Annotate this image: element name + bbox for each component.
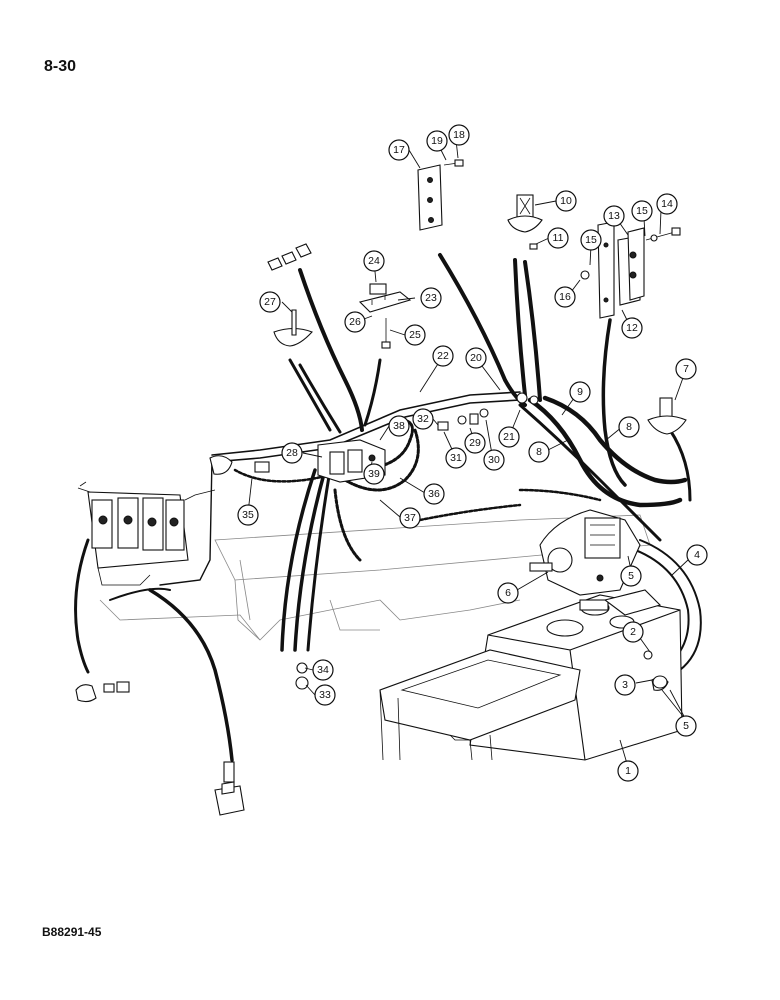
callout-29: 29 [464, 432, 486, 454]
callout-label: 3 [622, 679, 628, 691]
figure-code: B88291-45 [42, 925, 102, 939]
callout-8: 8 [618, 416, 640, 438]
callout-label: 11 [553, 232, 564, 244]
callout-label: 27 [264, 296, 276, 308]
callout-label: 22 [437, 350, 449, 362]
callout-31: 31 [445, 447, 467, 469]
control-valve-bank [77, 481, 216, 586]
callout-8-b: 8 [528, 441, 550, 463]
callout-label: 31 [450, 452, 462, 464]
callout-16: 16 [554, 286, 576, 308]
callout-label: 20 [470, 352, 482, 364]
hydraulic-pump [529, 509, 641, 596]
callout-21: 21 [498, 426, 520, 448]
callout-label: 8 [536, 446, 542, 458]
callout-label: 25 [409, 329, 421, 341]
callout-34: 34 [312, 659, 334, 681]
callout-9: 9 [569, 381, 591, 403]
callout-15-b: 15 [580, 229, 602, 251]
callout-11: 11 [547, 227, 569, 249]
callout-36: 36 [423, 483, 445, 505]
bottom-fittings [75, 392, 539, 816]
callout-label: 32 [417, 413, 429, 425]
callout-25: 25 [404, 324, 426, 346]
callout-33: 33 [314, 684, 336, 706]
callout-22: 22 [432, 345, 454, 367]
callout-label: 9 [577, 386, 583, 398]
callout-label: 6 [505, 587, 511, 599]
hoses [74, 253, 702, 762]
callout-label: 17 [393, 144, 405, 156]
callout-37: 37 [399, 507, 421, 529]
callout-39: 39 [363, 463, 385, 485]
callout-24: 24 [363, 250, 385, 272]
top-fittings [267, 159, 687, 435]
callout-label: 37 [404, 512, 416, 524]
callout-13: 13 [603, 205, 625, 227]
callout-label: 13 [608, 210, 620, 222]
callout-label: 38 [393, 420, 405, 432]
callout-28: 28 [281, 442, 303, 464]
callout-5-b: 5 [675, 715, 697, 737]
callout-label: 18 [453, 129, 465, 141]
callout-19: 19 [426, 130, 448, 152]
callout-label: 4 [694, 549, 700, 561]
callout-1: 1 [617, 760, 639, 782]
callout-label: 5 [683, 720, 689, 732]
callout-label: 5 [628, 570, 634, 582]
callout-23: 23 [420, 287, 442, 309]
callout-label: 23 [425, 292, 437, 304]
callout-label: 14 [661, 198, 673, 210]
callout-label: 10 [560, 195, 572, 207]
callout-3: 3 [614, 674, 636, 696]
callout-label: 39 [368, 468, 380, 480]
callout-35: 35 [237, 504, 259, 526]
callout-2: 2 [622, 621, 644, 643]
callout-18: 18 [448, 124, 470, 146]
callout-7: 7 [675, 358, 697, 380]
callout-label: 7 [683, 363, 689, 375]
callout-label: 30 [488, 454, 500, 466]
callout-14: 14 [656, 193, 678, 215]
callout-label: 21 [503, 431, 515, 443]
callout-30: 30 [483, 449, 505, 471]
callout-6: 6 [497, 582, 519, 604]
callout-label: 33 [319, 689, 331, 701]
callout-26: 26 [344, 311, 366, 333]
callout-20: 20 [465, 347, 487, 369]
callout-label: 34 [317, 664, 329, 676]
callout-10: 10 [555, 190, 577, 212]
callout-label: 15 [636, 205, 648, 217]
callout-label: 8 [626, 421, 632, 433]
callout-17: 17 [388, 139, 410, 161]
callout-label: 16 [559, 291, 571, 303]
callout-32: 32 [412, 408, 434, 430]
callout-label: 1 [625, 765, 631, 777]
callout-label: 29 [469, 437, 481, 449]
callout-label: 12 [626, 322, 638, 334]
callout-5: 5 [620, 565, 642, 587]
callout-label: 19 [431, 135, 443, 147]
callout-27: 27 [259, 291, 281, 313]
callout-label: 15 [585, 234, 597, 246]
callout-label: 2 [630, 626, 636, 638]
callout-12: 12 [621, 317, 643, 339]
callout-label: 36 [428, 488, 440, 500]
callout-label: 26 [349, 316, 361, 328]
callout-label: 24 [368, 255, 380, 267]
callout-label: 28 [286, 447, 298, 459]
callout-15: 15 [631, 200, 653, 222]
callout-38: 38 [388, 415, 410, 437]
callout-label: 35 [242, 509, 254, 521]
hydraulic-tank [379, 589, 683, 761]
page-number: 8-30 [44, 58, 77, 75]
callout-4: 4 [686, 544, 708, 566]
